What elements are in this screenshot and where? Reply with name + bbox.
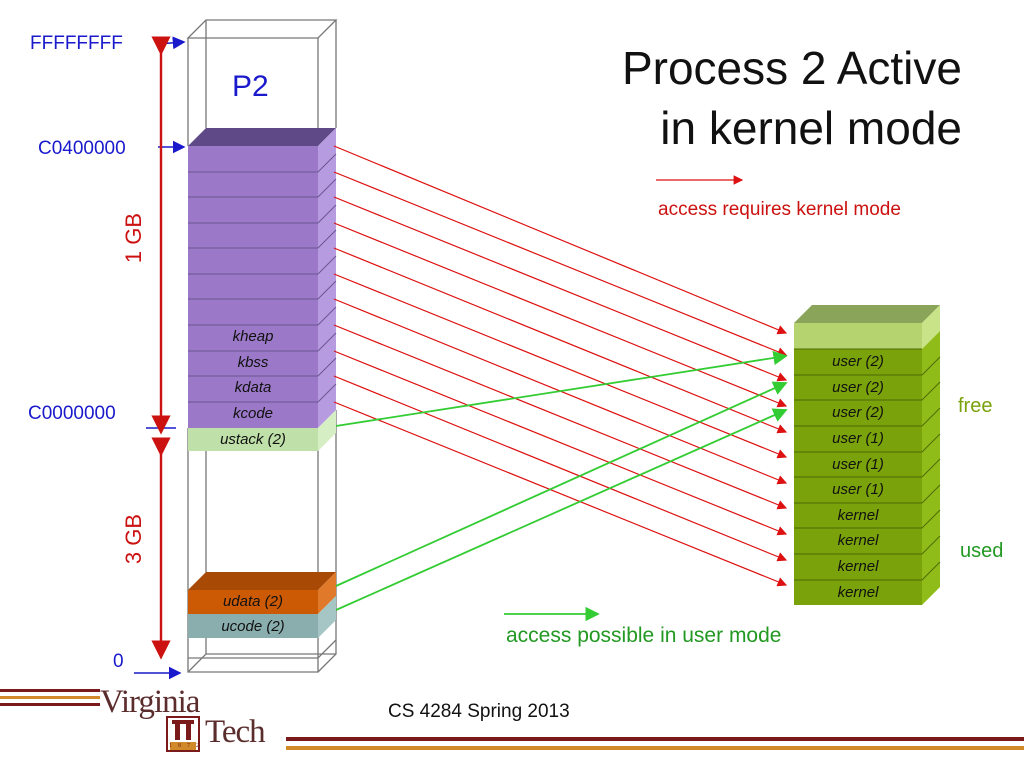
segment-ucode: ucode (2) [221, 618, 285, 635]
frame-label: user (2) [832, 379, 884, 396]
free-label: free [958, 395, 993, 417]
title-line-1: Process 2 Active [621, 42, 962, 94]
segment-ustack: ustack (2) [220, 431, 286, 448]
size-lower-label: 3 GB [121, 513, 146, 565]
legend-kernel-text: access requires kernel mode [658, 199, 901, 220]
address-kernel-start: C0400000 [38, 138, 126, 159]
logo-line-1: Virginia [100, 684, 200, 720]
frame-label: kernel [837, 507, 879, 524]
user-mapping-arrows [335, 350, 788, 611]
frame-label: user (1) [832, 481, 884, 498]
title-line-2: in kernel mode [660, 102, 962, 154]
udata-block [188, 572, 336, 614]
address-top: FFFFFFFF [30, 33, 123, 54]
physical-memory [794, 305, 941, 605]
frame-label: user (2) [832, 404, 884, 421]
ustack-block [188, 410, 336, 451]
size-upper-label: 1 GB [121, 212, 146, 264]
ucode-block [188, 596, 336, 638]
footer-rules [0, 689, 1024, 750]
footer-course: CS 4284 Spring 2013 [388, 701, 570, 722]
legend-user-text: access possible in user mode [506, 624, 782, 647]
segment-udata: udata (2) [222, 593, 284, 610]
frame-label: user (1) [832, 456, 884, 473]
frame-label: user (2) [832, 353, 884, 370]
kernel-region [188, 128, 337, 428]
logo-shield-icon [166, 716, 200, 752]
frame-label: user (1) [832, 430, 884, 447]
slide-title: Process 2 Active in kernel mode [462, 38, 962, 158]
kernel-mapping-arrows [333, 145, 788, 587]
segment-kheap: kheap [232, 328, 274, 345]
segment-kdata: kdata [234, 379, 272, 396]
segment-kbss: kbss [237, 354, 269, 371]
frame-label: kernel [837, 584, 879, 601]
frame-label: kernel [837, 558, 879, 575]
address-pointers [134, 36, 186, 680]
segment-kcode: kcode [232, 405, 274, 422]
frame-label: kernel [837, 532, 879, 549]
address-kernel-base: C0000000 [28, 403, 116, 424]
address-zero: 0 [113, 651, 124, 672]
process-label: P2 [232, 70, 269, 103]
logo-line-2: Tech [205, 714, 266, 750]
used-label: used [960, 540, 1004, 562]
